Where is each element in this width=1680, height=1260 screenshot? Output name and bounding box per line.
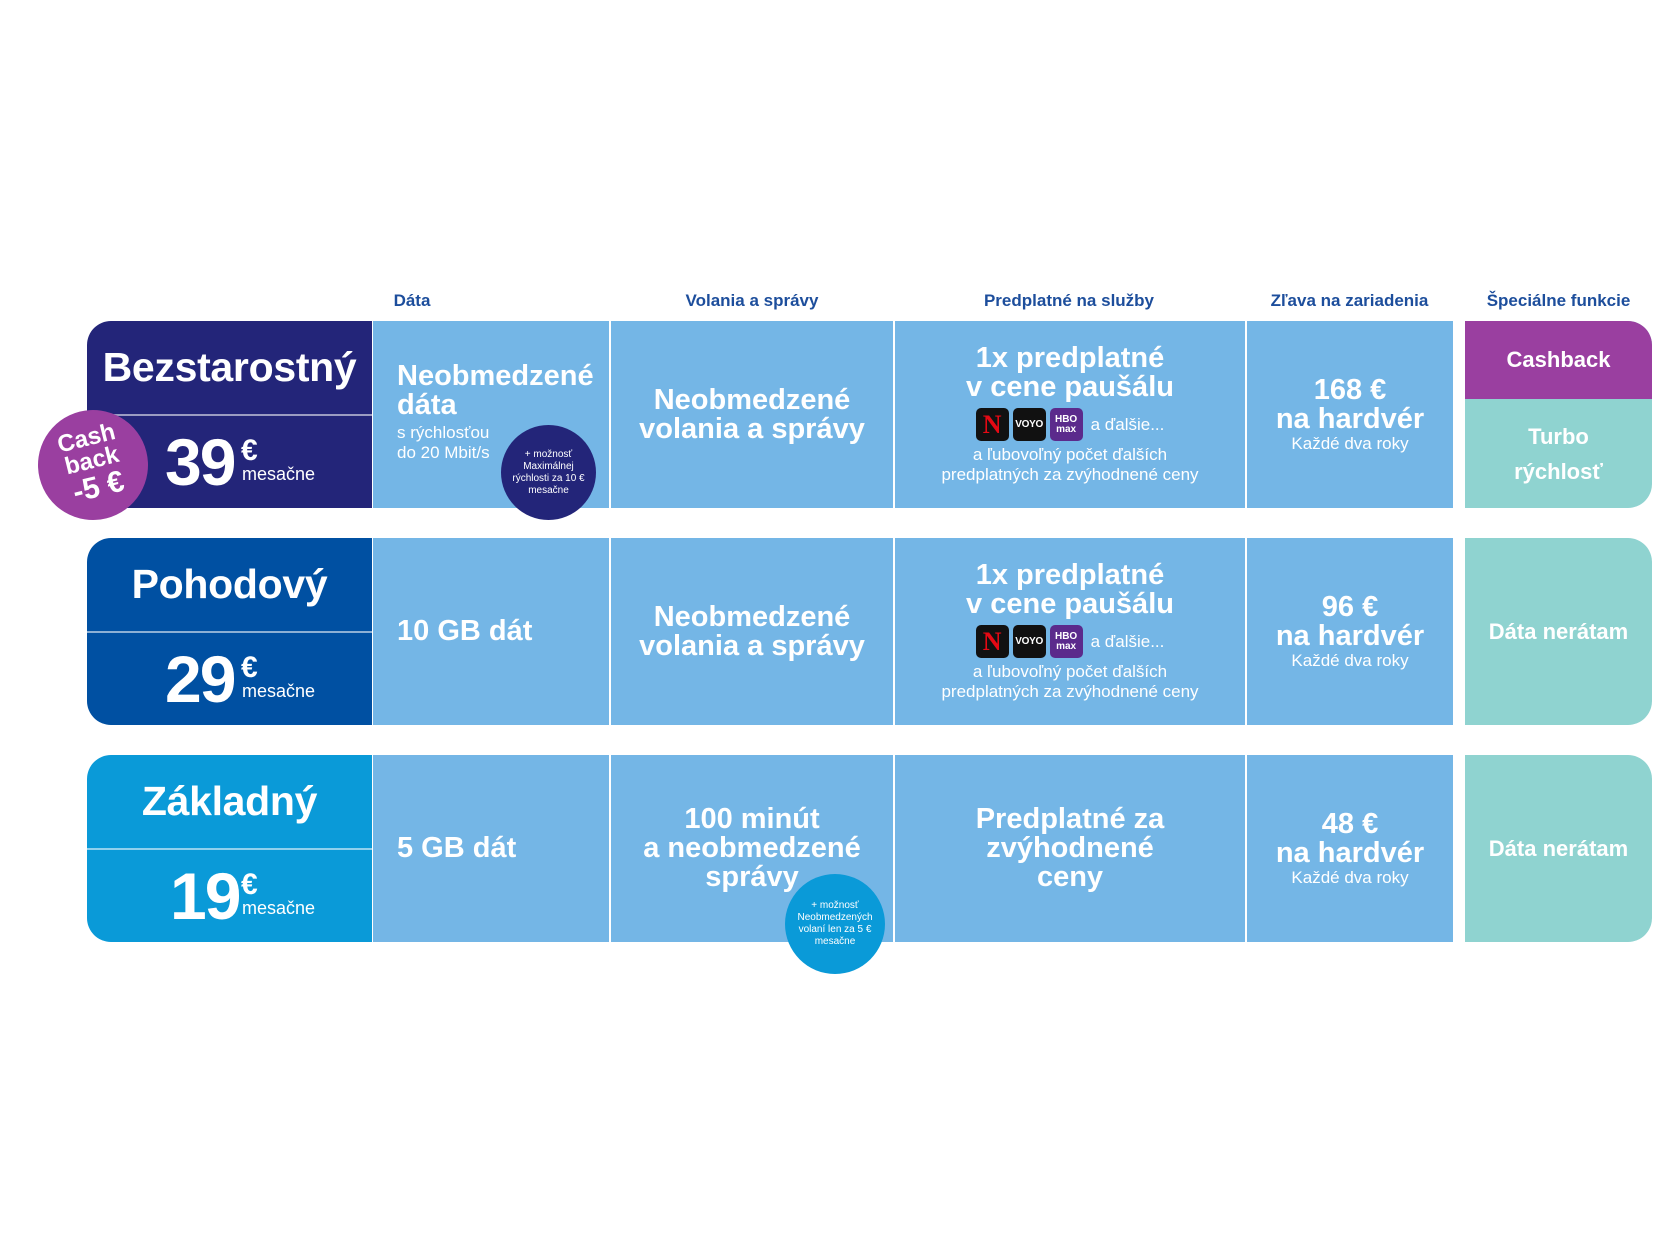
plan-divider (87, 848, 372, 850)
device-discount-cell: 168 € na hardvér Každé dva roky (1247, 321, 1453, 508)
plan-divider (87, 414, 372, 416)
calls-line2: volania a správy (639, 629, 865, 662)
discount-frequency: Každé dva roky (1291, 433, 1409, 453)
max-logo-text: max (1056, 640, 1077, 652)
discount-label: na hardvér (1275, 836, 1425, 869)
hbo-max-logo-icon: HBO max (1049, 408, 1083, 441)
subscription-line1: 1x predplatné (975, 342, 1165, 374)
price-currency: € (241, 868, 258, 901)
service-logos: N VOYO HBO max a ďalšie... (975, 625, 1165, 658)
column-header-calls: Volania a správy (685, 291, 819, 310)
data-main-line1: Neobmedzené (397, 360, 594, 392)
price-currency: € (241, 434, 258, 467)
price-amount: 19 (170, 859, 241, 933)
calls-cell: Neobmedzené volania a správy (611, 538, 893, 725)
calls-line1: Neobmedzené (653, 600, 851, 633)
plan-price: 29 € mesačne (87, 633, 372, 725)
subscription-line2: v cene paušálu (966, 371, 1174, 403)
discount-label: na hardvér (1275, 402, 1425, 435)
data-main: 5 GB dát (397, 832, 517, 864)
plan-card[interactable]: Základný 19 € mesačne (87, 755, 372, 942)
plan-row-pohodovy: Pohodový 29 € mesačne 10 GB dát Neobmedz… (87, 538, 1652, 725)
subscription-note-line2: predplatných za zvýhodnené ceny (941, 682, 1199, 701)
discount-amount: 48 € (1321, 807, 1379, 840)
hbo-logo-text: HBO (1054, 630, 1078, 642)
plan-divider (87, 631, 372, 633)
more-services-text: a ďalšie... (1090, 631, 1165, 651)
subscription-line1: 1x predplatné (975, 559, 1165, 591)
discount-amount: 168 € (1313, 373, 1387, 406)
calls-line2: volania a správy (639, 412, 865, 445)
subscription-note-line1: a ľubovoľný počet ďalších (972, 445, 1168, 464)
price-currency: € (241, 651, 258, 684)
calls-line3: správy (705, 861, 799, 893)
data-speed-line2: do 20 Mbit/s (397, 443, 490, 462)
price-amount: 39 (165, 425, 236, 499)
data-cell: 5 GB dát (373, 755, 609, 942)
plan-price: 19 € mesačne (87, 850, 372, 942)
plan-card[interactable]: Pohodový 29 € mesačne (87, 538, 372, 725)
device-discount-cell: 96 € na hardvér Každé dva roky (1247, 538, 1453, 725)
plan-name: Bezstarostný (102, 344, 357, 390)
discount-frequency: Každé dva roky (1291, 650, 1409, 670)
column-header-special: Špeciálne funkcie (1486, 291, 1631, 310)
calls-line2: a neobmedzené (643, 832, 861, 864)
plan-row-bezstarostny: Bezstarostný 39 € mesačne Neobmedzené dá… (87, 321, 1652, 508)
max-logo-text: max (1056, 423, 1077, 435)
voyo-logo-icon: VOYO (1012, 408, 1046, 441)
discount-label: na hardvér (1275, 619, 1425, 652)
column-header-subscriptions: Predplatné na služby (983, 291, 1155, 310)
subscription-line3: ceny (1036, 861, 1104, 893)
subscription-line2: zvýhodnené (986, 832, 1154, 864)
special-turbo-speed: Turbo rýchlosť (1465, 399, 1652, 508)
special-features-cell: Dáta nerátam (1465, 538, 1652, 725)
price-amount: 29 (165, 642, 236, 716)
special-cashback: Cashback (1465, 321, 1652, 399)
unlimited-calls-addon-badge: + možnosť Neobmedzených volaní len za 5 … (785, 874, 885, 974)
subscription-cell: Predplatné za zvýhodnené ceny (895, 755, 1245, 942)
more-services-text: a ďalšie... (1090, 414, 1165, 434)
data-speed-line1: s rýchlosťou (397, 423, 490, 442)
special-features-cell: Cashback Turbo rýchlosť (1465, 321, 1652, 508)
plan-price: 39 € mesačne (87, 416, 372, 508)
subscription-note-line1: a ľubovoľný počet ďalších (972, 662, 1168, 681)
price-period: mesačne (242, 464, 316, 484)
calls-cell: Neobmedzené volania a správy (611, 321, 893, 508)
voyo-logo-icon: VOYO (1012, 625, 1046, 658)
price-period: mesačne (242, 681, 316, 701)
special-turbo-line1: Turbo (1528, 423, 1589, 449)
device-discount-cell: 48 € na hardvér Každé dva roky (1247, 755, 1453, 942)
max-speed-addon-badge: + možnosť Maximálnej rýchlosti za 10 € m… (501, 425, 596, 520)
calls-line1: Neobmedzené (653, 383, 851, 416)
plan-name: Základný (141, 778, 318, 824)
hbo-max-logo-icon: HBO max (1049, 625, 1083, 658)
calls-line1: 100 minút (684, 803, 820, 835)
hbo-logo-text: HBO (1054, 413, 1078, 425)
service-logos: N VOYO HBO max a ďalšie... (975, 408, 1165, 441)
netflix-logo-icon: N (975, 408, 1009, 441)
column-header-data: Dáta (393, 291, 431, 310)
subscription-cell: 1x predplatné v cene paušálu N VOYO HBO … (895, 538, 1245, 725)
column-header-device-discount: Zľava na zariadenia (1270, 291, 1429, 310)
data-main: 10 GB dát (397, 615, 533, 647)
special-features-cell: Dáta nerátam (1465, 755, 1652, 942)
plan-name: Pohodový (131, 561, 328, 607)
price-period: mesačne (242, 898, 316, 918)
subscription-cell: 1x predplatné v cene paušálu N VOYO HBO … (895, 321, 1245, 508)
discount-frequency: Každé dva roky (1291, 867, 1409, 887)
data-main-line2: dáta (397, 389, 457, 421)
discount-amount: 96 € (1321, 590, 1379, 623)
netflix-logo-icon: N (975, 625, 1009, 658)
subscription-line2: v cene paušálu (966, 588, 1174, 620)
subscription-note-line2: predplatných za zvýhodnené ceny (941, 465, 1199, 484)
subscription-line1: Predplatné za (975, 803, 1165, 835)
data-cell: 10 GB dát (373, 538, 609, 725)
special-turbo-line2: rýchlosť (1514, 458, 1603, 484)
